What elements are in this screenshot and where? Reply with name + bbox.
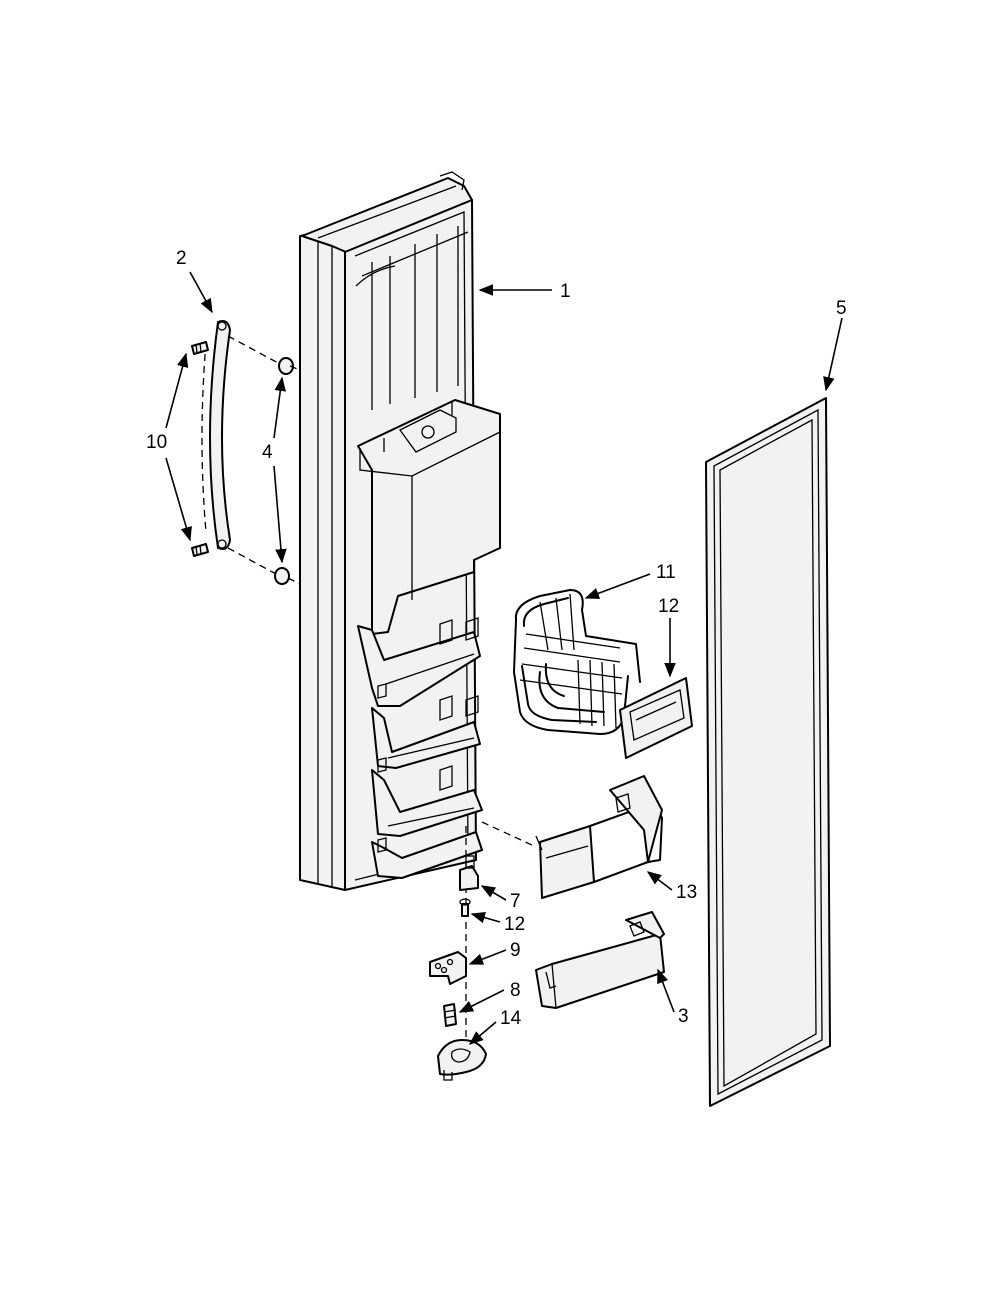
callout-2: 2 [176,248,187,269]
hinge-pin-part [443,1003,457,1027]
callout-3: 3 [678,1006,689,1027]
callout-5: 5 [836,298,847,319]
small-screw-part [461,903,469,917]
callout-7: 7 [510,891,521,912]
hinge-cam-part [459,865,479,891]
leader-lines [165,271,843,1045]
callout-11: 11 [656,562,676,583]
bushing-part [437,1039,487,1076]
plug-part [227,335,301,585]
callout-4: 4 [262,442,273,463]
door-liner-part [299,171,501,891]
callout-13: 13 [676,882,697,903]
hinge-assembly-parts [429,826,487,1081]
callout-1: 1 [560,281,571,302]
door-bin-part [535,911,665,1009]
callout-9: 9 [510,940,521,961]
callout-labels: 1 2 3 4 5 7 8 9 10 11 12 12 13 14 [146,248,847,1029]
callout-10: 10 [146,432,167,453]
callout-8: 8 [510,980,521,1001]
screw-part [191,341,209,557]
door-gasket-part [705,397,831,1107]
callout-14: 14 [500,1008,522,1029]
basket-trim-part [619,677,693,759]
hinge-cover-part [201,320,231,550]
hinge-plate-part [429,951,467,985]
callout-12-upper: 12 [658,596,679,617]
callout-12-lower: 12 [504,914,525,935]
shelf-bracket-part [481,775,663,899]
